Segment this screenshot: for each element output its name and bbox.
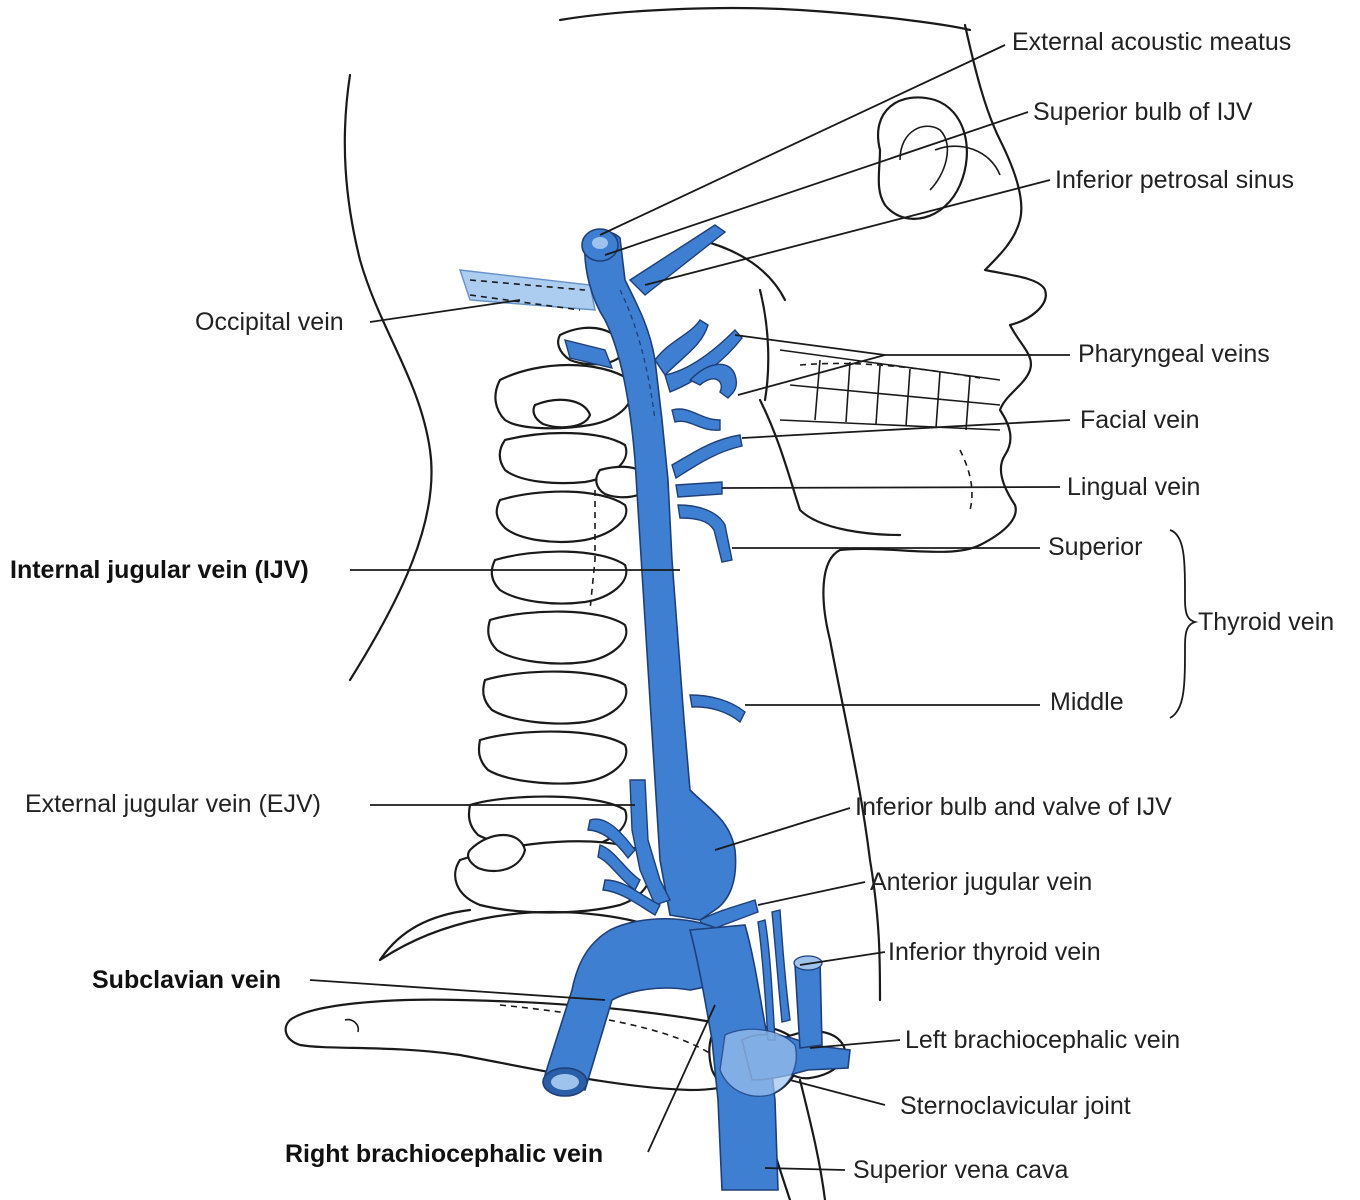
- label-superior-bulb: Superior bulb of IJV: [1033, 98, 1253, 126]
- label-right-brachiocephalic-vein: Right brachiocephalic vein: [285, 1140, 603, 1168]
- label-superior-thyroid: Superior: [1048, 533, 1143, 561]
- label-external-jugular-vein: External jugular vein (EJV): [25, 790, 321, 818]
- label-anterior-jugular-vein: Anterior jugular vein: [870, 868, 1092, 896]
- label-facial-vein: Facial vein: [1080, 406, 1200, 434]
- labels: External acoustic meatus Superior bulb o…: [10, 28, 1334, 1184]
- label-occipital-vein: Occipital vein: [195, 308, 344, 336]
- ijv-trunk: [583, 230, 737, 921]
- label-external-acoustic-meatus: External acoustic meatus: [1012, 28, 1291, 56]
- label-sternoclavicular-joint: Sternoclavicular joint: [900, 1092, 1131, 1120]
- label-subclavian-vein: Subclavian vein: [92, 966, 281, 994]
- veins: [458, 224, 851, 1191]
- subclavian-shape: [544, 918, 728, 1092]
- occipital-vein-shape: [458, 269, 596, 311]
- label-lingual-vein: Lingual vein: [1067, 473, 1200, 501]
- leader-lines: [309, 44, 1199, 1171]
- label-superior-vena-cava: Superior vena cava: [853, 1156, 1069, 1184]
- ejv-shape: [629, 779, 671, 906]
- label-middle-thyroid: Middle: [1050, 688, 1124, 716]
- head-neck-outline: [343, 6, 1047, 1002]
- label-thyroid-vein: Thyroid vein: [1198, 608, 1334, 636]
- label-inferior-bulb: Inferior bulb and valve of IJV: [855, 793, 1172, 821]
- label-pharyngeal-veins: Pharyngeal veins: [1078, 340, 1270, 368]
- label-left-brachiocephalic-vein: Left brachiocephalic vein: [905, 1026, 1180, 1054]
- label-inferior-thyroid-vein: Inferior thyroid vein: [888, 938, 1101, 966]
- label-inferior-petrosal-sinus: Inferior petrosal sinus: [1055, 166, 1294, 194]
- label-internal-jugular-vein: Internal jugular vein (IJV): [10, 556, 309, 584]
